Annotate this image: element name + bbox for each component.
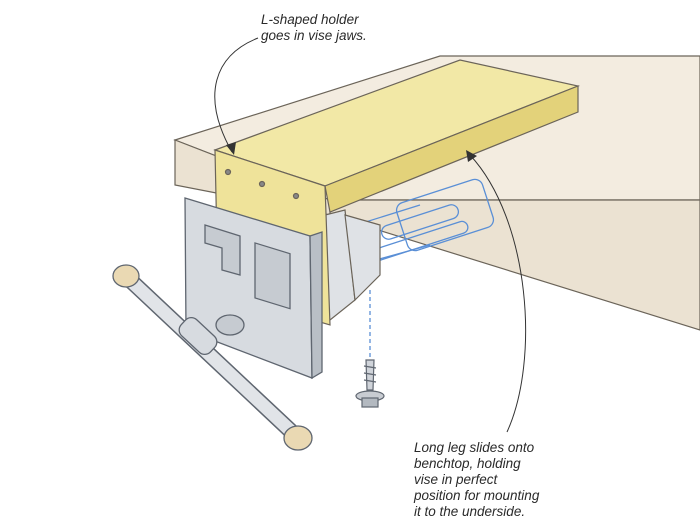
leader-line-holder [214, 37, 259, 153]
front-vise-jaw [184, 197, 323, 380]
callout-leg-line-1: Long leg slides onto [414, 440, 535, 455]
callout-leg-line-4: position for mounting [414, 488, 540, 503]
callout-leg-line-3: vise in perfect [414, 472, 498, 487]
callout-leg-line-2: benchtop, holding [414, 456, 521, 471]
leader-arrowhead-leg [466, 150, 477, 162]
handle-cap-bottom [283, 425, 313, 451]
leader-arrowhead-holder [226, 142, 236, 155]
leader-line-leg [469, 154, 527, 433]
lag-screw [355, 359, 385, 408]
callout-holder: L-shaped holder goes in vise jaws. [261, 12, 441, 44]
handle-cap-top [112, 264, 140, 288]
vise-handle [112, 264, 313, 451]
callout-holder-line-1: L-shaped holder [261, 12, 359, 27]
callout-leg-line-5: it to the underside. [414, 504, 526, 519]
callout-leg: Long leg slides onto benchtop, holding v… [414, 440, 634, 520]
callout-holder-line-2: goes in vise jaws. [261, 28, 367, 43]
